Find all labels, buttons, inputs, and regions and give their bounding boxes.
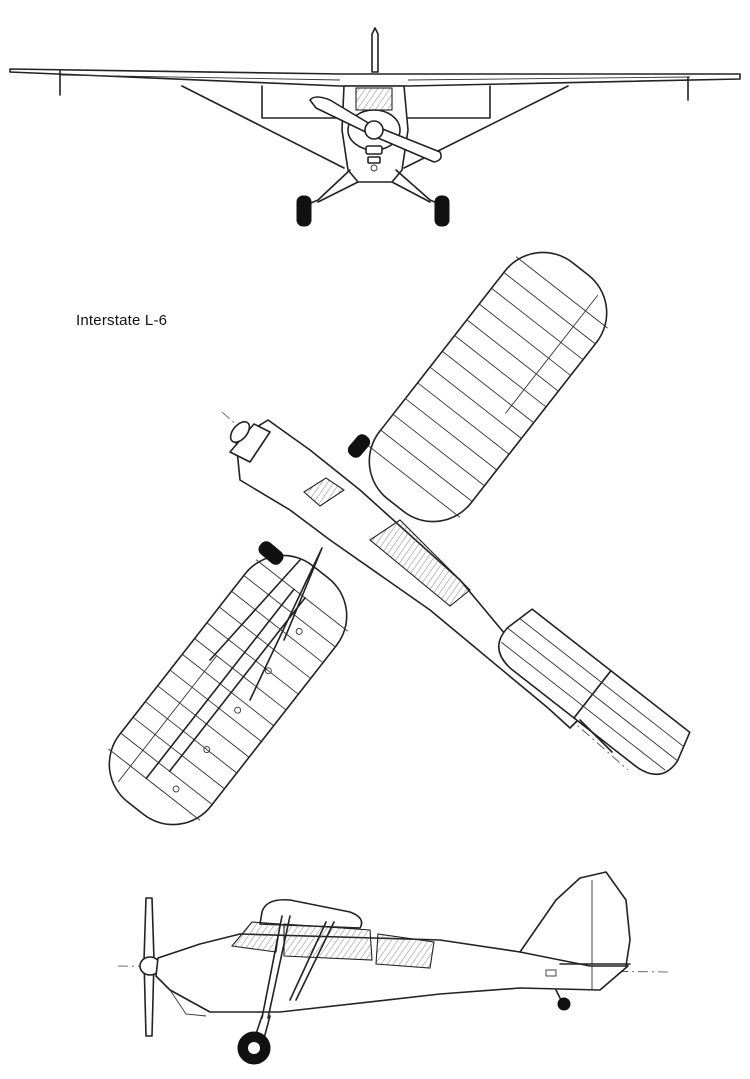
- front-right-wheel: [434, 195, 450, 227]
- aircraft-name-caption: Interstate L-6: [76, 312, 168, 329]
- side-fin: [519, 871, 631, 967]
- front-fin: [371, 27, 379, 73]
- front-wing: [9, 68, 741, 87]
- side-tail-wheel: [557, 997, 571, 1011]
- top-right-wheel: [347, 434, 371, 458]
- side-view: [117, 871, 669, 1065]
- top-left-wheel: [258, 541, 284, 565]
- front-left-wheel: [296, 195, 312, 227]
- front-view: [9, 27, 741, 227]
- top-right-stabilizer: [498, 608, 612, 719]
- side-wing-root: [259, 898, 363, 929]
- top-view: [108, 251, 691, 826]
- top-left-stabilizer: [573, 669, 691, 776]
